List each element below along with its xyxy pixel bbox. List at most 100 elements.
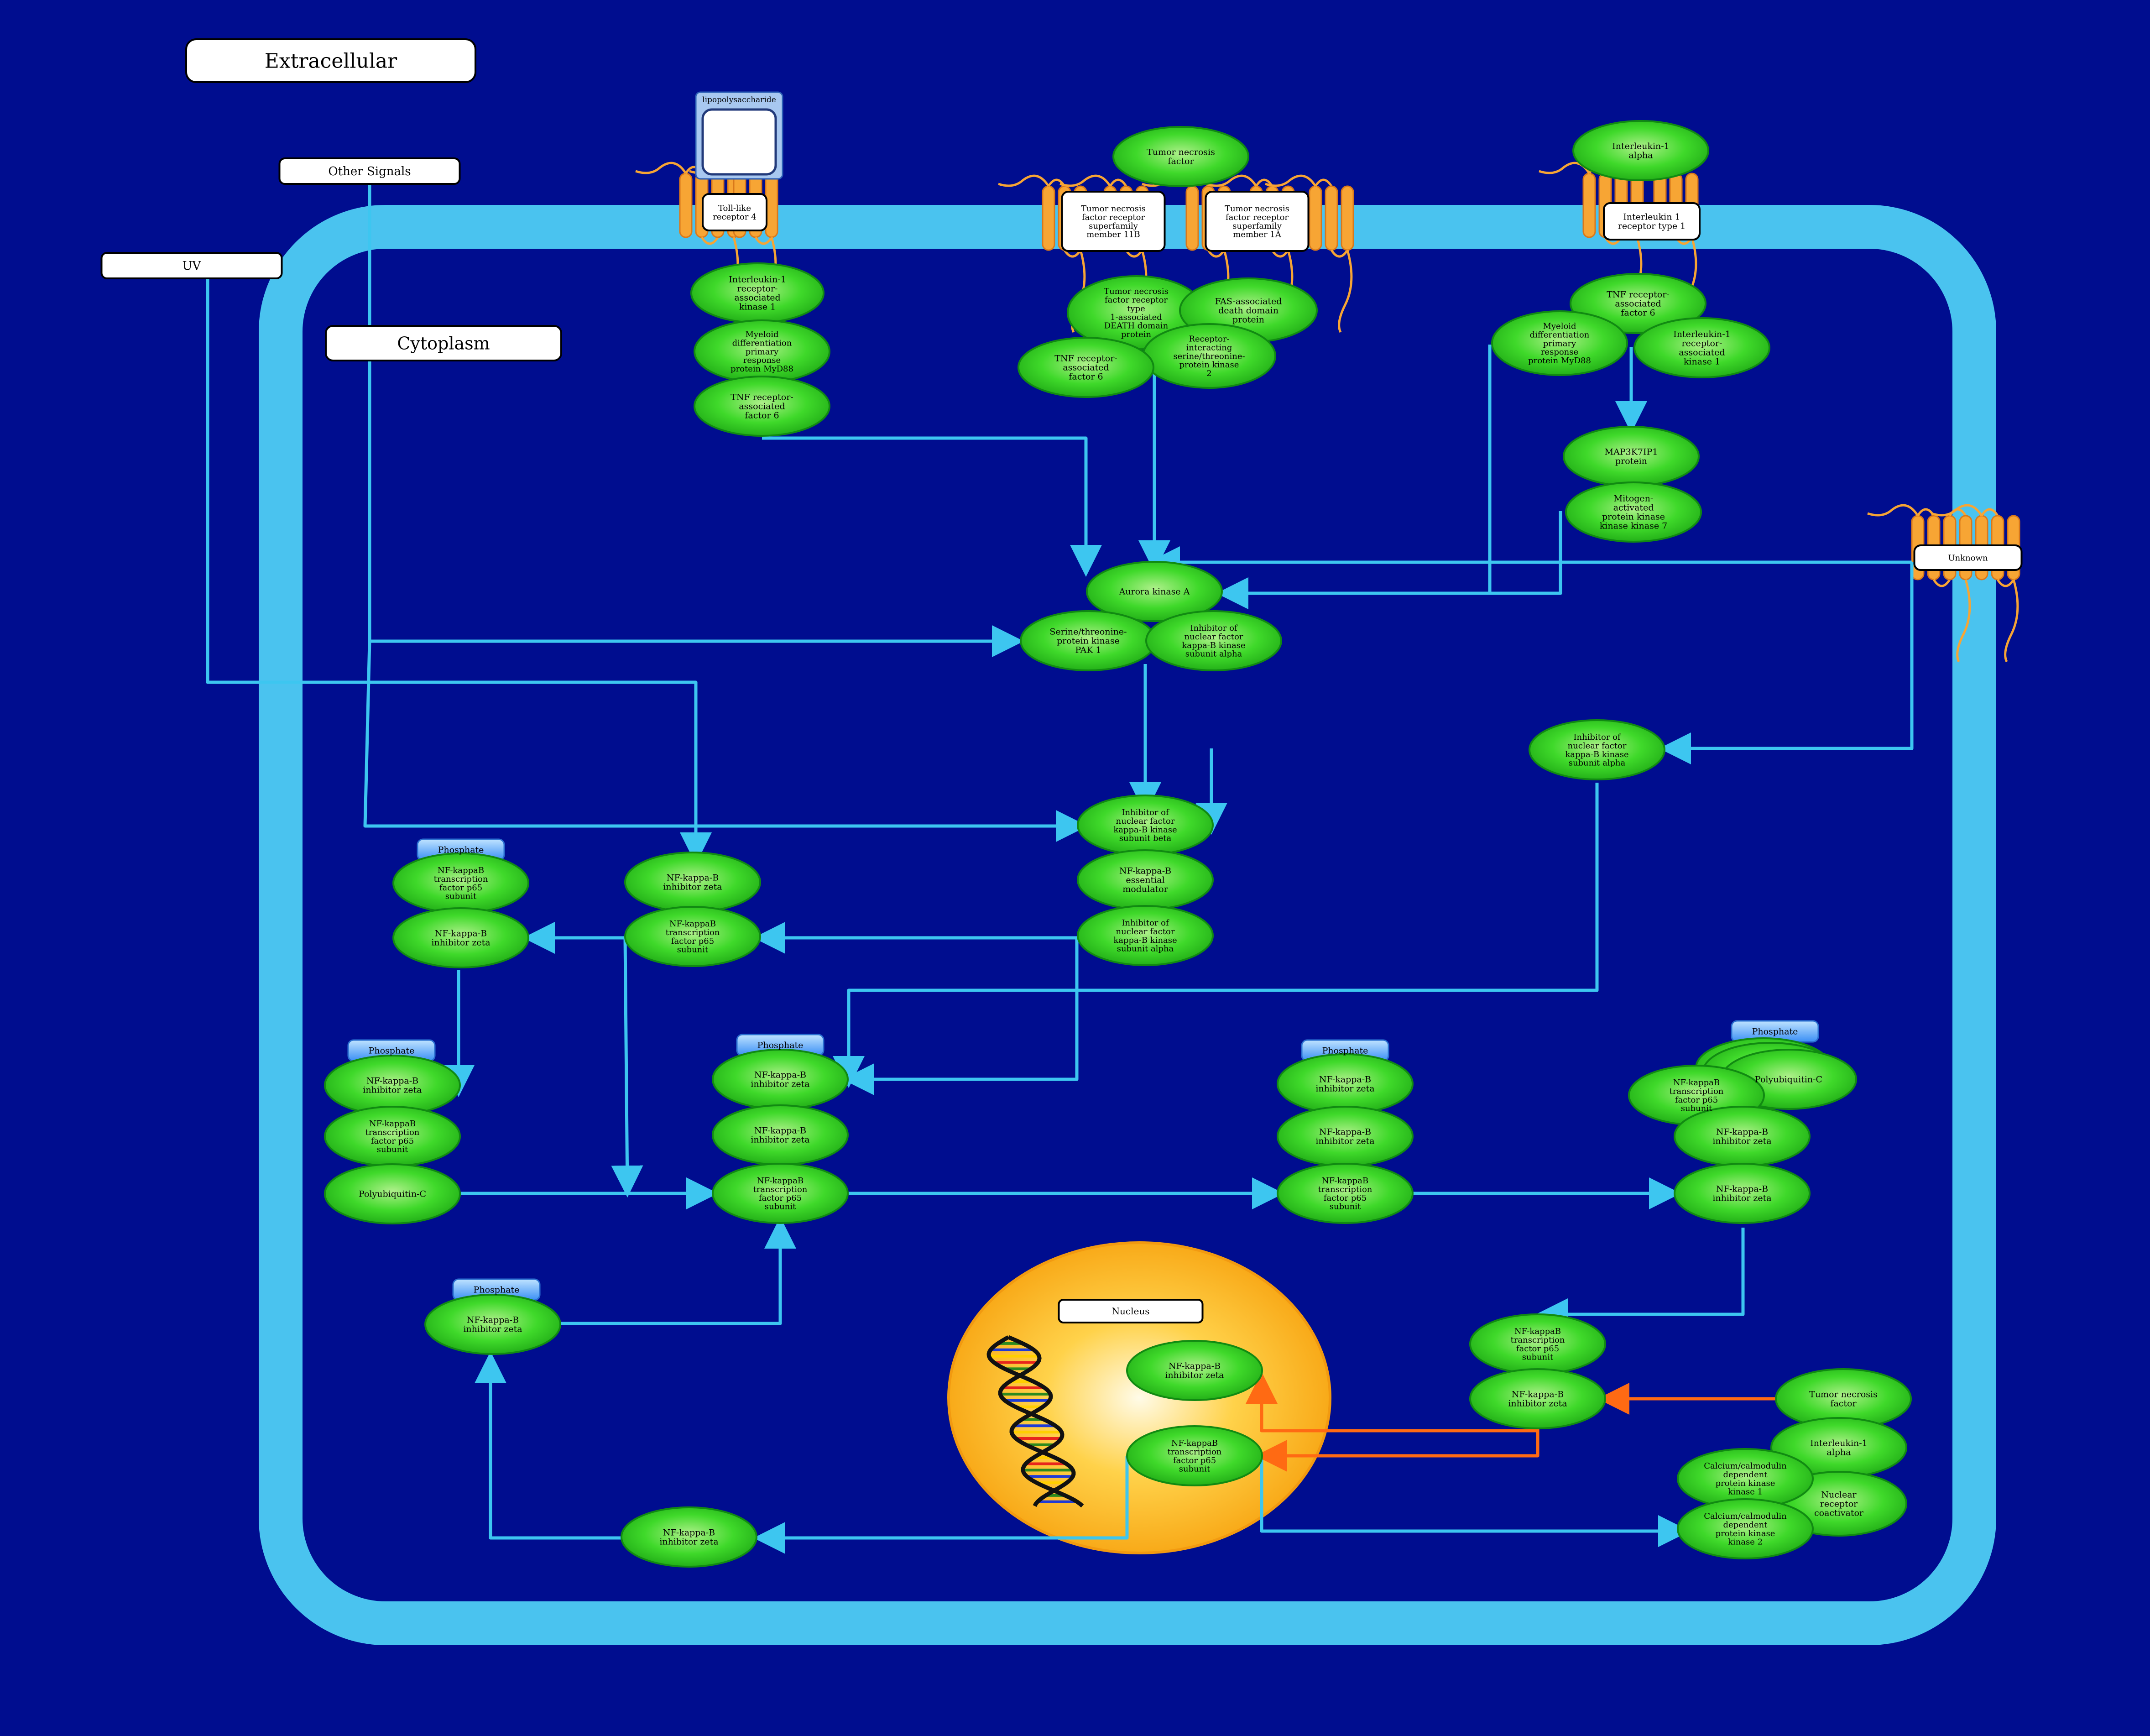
edge-other-signals-to-ikkb — [363, 641, 1088, 842]
node-il1a-top[interactable] — [1572, 120, 1709, 181]
edge-other-signals-to-pak1 — [368, 185, 1024, 657]
lps-label: lipopolysaccharide — [702, 95, 776, 105]
compartment-nucleus — [1058, 1299, 1204, 1323]
compartment-extracellular — [185, 38, 476, 83]
receptor-label-tnfr1a — [1205, 191, 1310, 252]
node-ikka-1[interactable] — [1145, 610, 1282, 671]
phosphate-label: Phosphate — [1752, 1027, 1798, 1037]
edge-ikka-right-to-c4 — [833, 783, 1599, 1088]
signal-other-text: Other Signals — [328, 165, 411, 178]
node-zeta-bottom[interactable] — [621, 1506, 757, 1568]
receptor-label-tnfr11b — [1061, 191, 1166, 252]
node-traf6-tlr[interactable] — [694, 376, 830, 437]
phosphate-label: Phosphate — [1322, 1046, 1368, 1056]
node-c4-p65[interactable] — [712, 1163, 849, 1224]
lipopolysaccharide — [695, 91, 783, 180]
phosphate-label: Phosphate — [757, 1041, 804, 1051]
signal-uv-text: UV — [183, 259, 202, 273]
node-traf6-tnf[interactable] — [1018, 337, 1154, 398]
edge-uv-to-ikb — [206, 262, 712, 864]
edge-unknown-to-ikka — [1659, 562, 1914, 764]
compartment-cytoplasm — [325, 325, 562, 361]
compartment-cytoplasm-text: Cytoplasm — [397, 333, 490, 353]
signal-uv — [100, 252, 283, 279]
node-n-zeta[interactable] — [1126, 1340, 1263, 1401]
phosphate-label: Phosphate — [474, 1285, 520, 1295]
node-ikka-right[interactable] — [1529, 719, 1665, 780]
compartment-extracellular-text: Extracellular — [265, 49, 397, 73]
edge-c6-to-c7 — [1536, 1228, 1745, 1330]
edge-nuc-to-camk2 — [1260, 1456, 1690, 1547]
node-label-aurka: Aurora kinase A — [1119, 587, 1190, 597]
node-tnf-top[interactable] — [1112, 126, 1249, 187]
node-c3-ub[interactable] — [324, 1163, 461, 1224]
node-n-p65[interactable] — [1126, 1425, 1263, 1486]
node-c1-zeta[interactable] — [392, 907, 529, 968]
node-camk2[interactable] — [1677, 1498, 1814, 1559]
edge-traf6-to-aurka — [762, 436, 1102, 577]
node-c7-zeta[interactable] — [1469, 1368, 1606, 1429]
node-aurka[interactable] — [1086, 561, 1223, 622]
edge-c2-to-c4 — [611, 937, 643, 1197]
node-label-c3-ub: Polyubiquitin-C — [359, 1189, 426, 1199]
node-c6-zeta2[interactable] — [1674, 1163, 1811, 1224]
node-label-c6-ub: Polyubiquitin-C — [1755, 1075, 1822, 1085]
receptor-label-il1r1 — [1603, 202, 1701, 241]
node-myd88-il1[interactable] — [1491, 310, 1628, 376]
node-ikka-2[interactable] — [1077, 905, 1214, 966]
edge-zeta-bottom-to-phos-zeta — [475, 1351, 623, 1540]
phosphate-label: Phosphate — [369, 1046, 415, 1056]
receptor-label-tlr4 — [702, 193, 767, 231]
phosphate-label: Phosphate — [438, 845, 484, 855]
signal-other — [278, 157, 461, 185]
node-phos-zeta[interactable] — [424, 1294, 561, 1355]
node-irak1-il1[interactable] — [1633, 317, 1770, 378]
receptor-label-unknown-text: Unknown — [1948, 553, 1988, 563]
node-c2-p65[interactable] — [624, 906, 761, 967]
node-c5-p65[interactable] — [1277, 1163, 1414, 1224]
node-map3k7[interactable] — [1565, 481, 1702, 543]
nucleus — [947, 1241, 1331, 1554]
